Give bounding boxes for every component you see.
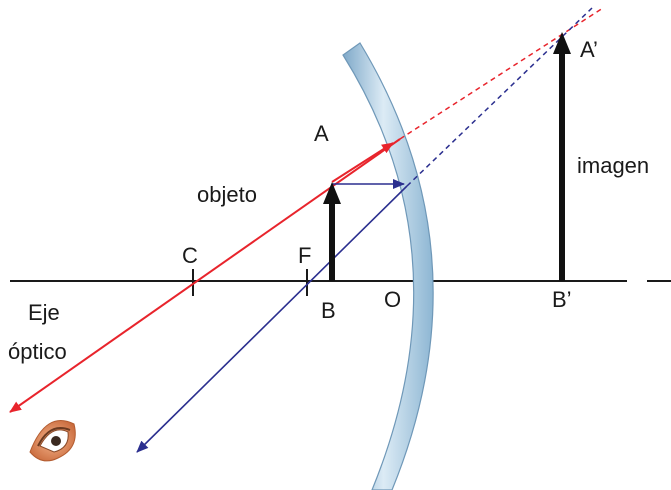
optical-axis-label-line1: Eje <box>28 300 60 325</box>
image-arrow-shaft <box>559 50 565 281</box>
focus-f-label: F <box>298 243 311 268</box>
optical-axis-label-line2: óptico <box>8 339 67 364</box>
blue-ray-reflected <box>136 185 408 453</box>
red-ray-incident <box>331 142 394 183</box>
object-arrow-shaft <box>329 200 335 281</box>
object-arrow-head <box>323 182 341 204</box>
point-a-label: A <box>314 121 329 146</box>
point-b-label: B <box>321 298 336 323</box>
image-label: imagen <box>577 153 649 178</box>
point-a-prime-label: A’ <box>580 37 598 62</box>
concave-mirror <box>342 42 434 490</box>
image-arrow-head <box>553 32 571 54</box>
eye-icon <box>29 420 76 462</box>
point-b-prime-label: B’ <box>552 287 572 312</box>
object-label: objeto <box>197 182 257 207</box>
center-c-label: C <box>182 243 198 268</box>
vertex-o-label: O <box>384 287 401 312</box>
red-ray-reflected <box>9 138 401 413</box>
blue-ray-virtual-extension <box>406 7 593 187</box>
